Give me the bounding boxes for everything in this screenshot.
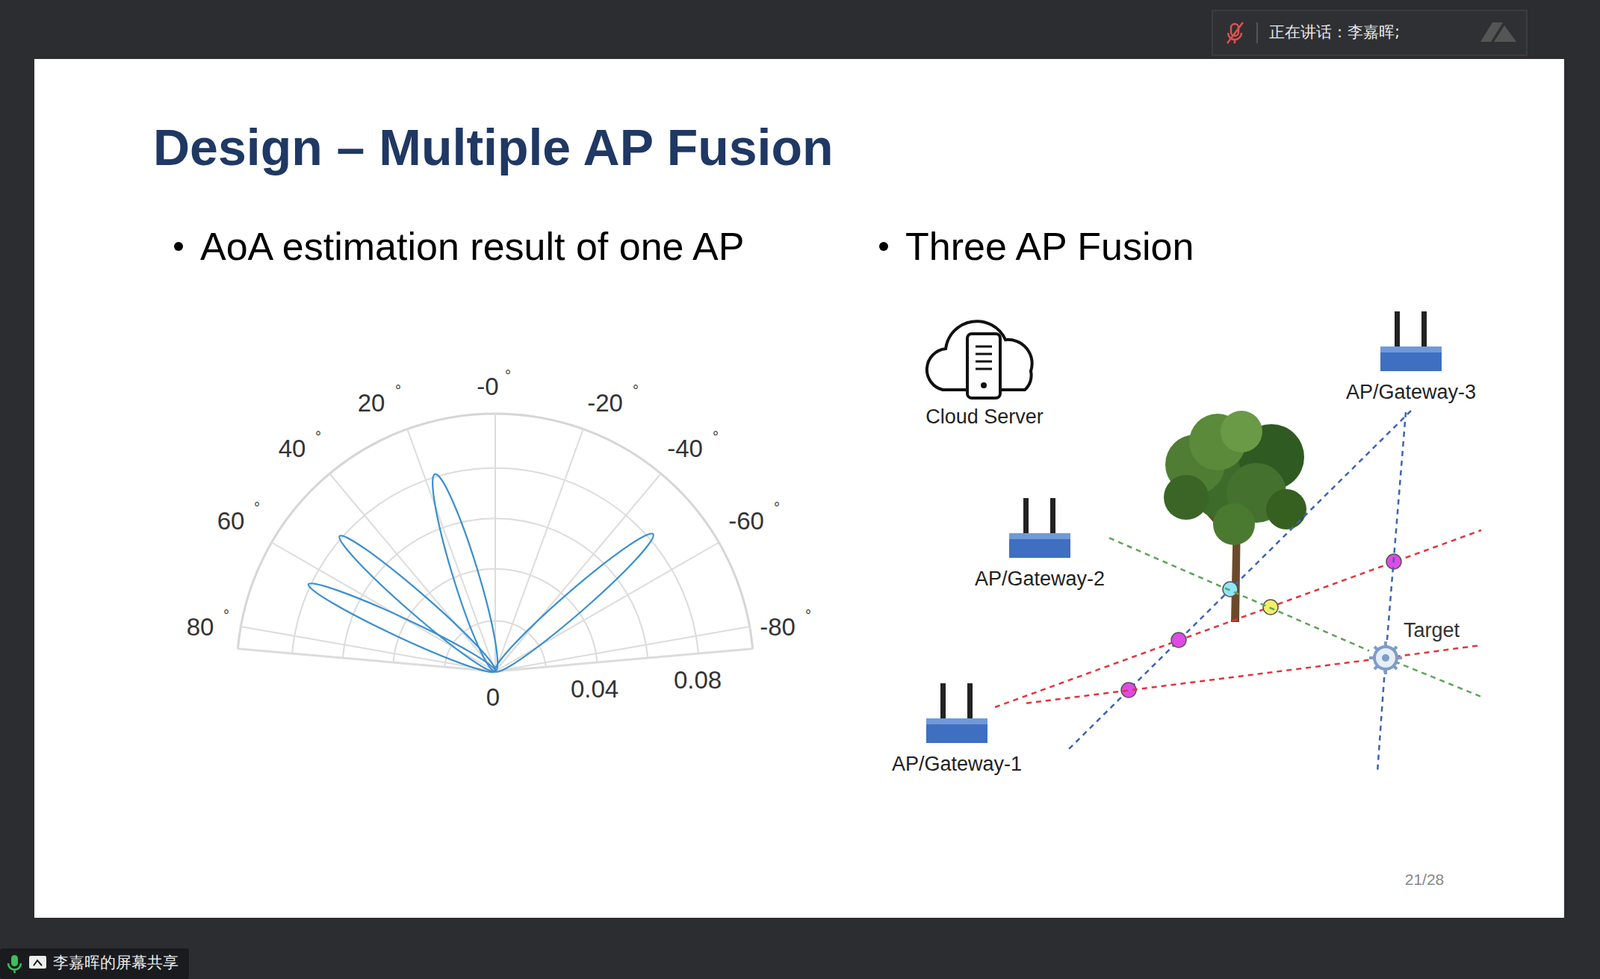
mic-icon <box>8 955 21 974</box>
angle-label: 60 <box>217 506 246 537</box>
access-point-node: AP/Gateway-3 <box>1341 311 1481 405</box>
degree-mark: ° <box>712 428 719 446</box>
bullet <box>879 242 889 251</box>
radius-label: 0.08 <box>673 665 722 696</box>
node-label: AP/Gateway-1 <box>891 752 1022 777</box>
angle-label: -0 <box>476 371 499 402</box>
separator <box>1256 22 1258 44</box>
speaker-status: 正在讲话：李嘉晖; <box>1269 23 1400 42</box>
screen-icon <box>29 956 47 969</box>
radius-label: 0.04 <box>570 674 619 705</box>
angle-label: -40 <box>667 433 703 464</box>
degree-mark: ° <box>632 381 639 400</box>
slide <box>34 59 1565 919</box>
angle-label: 20 <box>357 388 386 419</box>
degree-mark: ° <box>504 366 511 385</box>
node-label: AP/Gateway-2 <box>974 566 1105 591</box>
aoa-rays <box>994 410 1482 773</box>
node-label: Cloud Server <box>925 404 1044 429</box>
share-label: 李嘉晖的屏幕共享 <box>53 953 179 973</box>
radius-label: 0 <box>486 682 500 713</box>
angle-label: -80 <box>759 612 796 643</box>
cloud-server-icon <box>926 321 1033 399</box>
degree-mark: ° <box>395 381 402 400</box>
bullet-text: Three AP Fusion <box>905 223 1194 270</box>
polar-grid <box>237 413 753 672</box>
bullet-text: AoA estimation result of one AP <box>200 223 744 270</box>
ap-icon <box>1009 498 1071 558</box>
access-point-node: AP/Gateway-2 <box>970 498 1110 591</box>
aoa-ray <box>1026 660 1370 704</box>
degree-mark: ° <box>223 606 230 625</box>
share-badge <box>0 948 189 979</box>
degree-mark: ° <box>773 498 780 517</box>
target-node: Target <box>1369 641 1403 675</box>
degree-mark: ° <box>315 428 322 446</box>
ap-icon <box>926 683 988 744</box>
angle-label: -20 <box>587 388 623 419</box>
slide-title: Design – Multiple AP Fusion <box>153 117 834 179</box>
aoa-ray <box>1109 537 1370 651</box>
degree-mark: ° <box>253 498 260 517</box>
node-label: AP/Gateway-3 <box>1346 380 1477 405</box>
access-point-node: AP/Gateway-1 <box>887 683 1027 777</box>
angle-label: 80 <box>186 612 215 643</box>
page-number: 21/28 <box>1405 870 1445 889</box>
aoa-lobes <box>304 470 661 681</box>
target-label: Target <box>1403 618 1460 643</box>
app-logo <box>1480 22 1517 42</box>
angle-label: 40 <box>278 433 307 464</box>
speaker-panel <box>1212 10 1527 56</box>
target-icon <box>1369 641 1403 675</box>
intersection-dots <box>1121 554 1402 698</box>
muted-mic-icon <box>1227 22 1243 44</box>
tree <box>1163 410 1307 623</box>
ap-icon <box>1380 311 1442 372</box>
bullet <box>174 242 184 251</box>
angle-label: -60 <box>728 506 765 537</box>
cloud-server-node: Cloud Server <box>921 321 1048 429</box>
degree-mark: ° <box>805 606 812 625</box>
aoa-ray <box>1387 412 1406 642</box>
